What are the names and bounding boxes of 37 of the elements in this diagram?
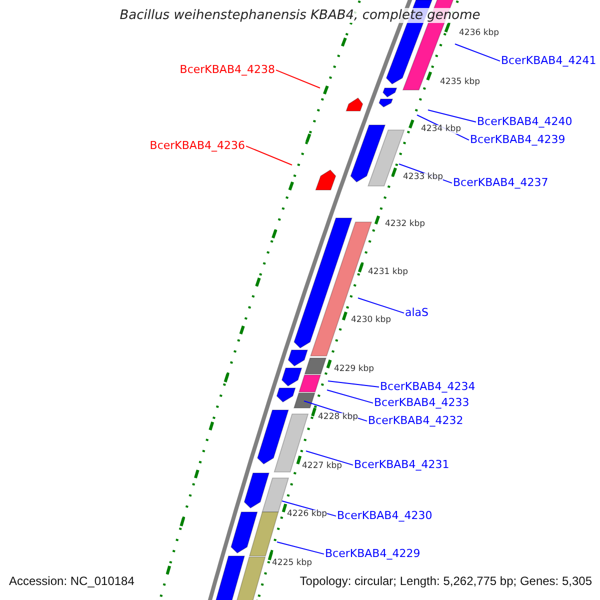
tick-label: 4235 kbp (440, 78, 480, 87)
tick-label: 4225 kbp (272, 558, 312, 568)
gene-label: BcerKBAB4_4229 (325, 548, 420, 560)
genome-info-text: Topology: circular; Length: 5,262,775 bp; Genes: 5,305 (300, 575, 592, 588)
gene-label: BcerKBAB4_4230 (337, 510, 432, 522)
gene-label: BcerKBAB4_4232 (368, 415, 464, 428)
gene-label: BcerKBAB4_4233 (374, 397, 470, 410)
gene-label: BcerKBAB4_4238 (180, 64, 275, 76)
tick-label: 4232 kbp (385, 220, 426, 229)
tick-label: 4231 kbp (368, 268, 408, 277)
leader-line (246, 146, 292, 166)
gene-label: BcerKBAB4_4236 (150, 140, 245, 152)
leader-line (306, 450, 354, 466)
leader-line (454, 44, 500, 62)
leader-line (276, 70, 320, 88)
gene-label: BcerKBAB4_4239 (470, 134, 566, 146)
gene-label: alaS (405, 307, 429, 320)
leader-line (358, 298, 404, 314)
gene-label: BcerKBAB4_4234 (380, 381, 476, 394)
gene-label: BcerKBAB4_4241 (501, 55, 596, 68)
leader-line (428, 110, 476, 123)
tick-label: 4228 kbp (318, 412, 358, 422)
tick-label: 4230 kbp (351, 316, 392, 325)
tick-label: 4227 kbp (302, 462, 342, 471)
gene-label: BcerKBAB4_4240 (477, 116, 572, 128)
title: Bacillus weihenstephanensis KBAB4, complete genome (120, 8, 480, 23)
tick-label: 4229 kbp (334, 364, 374, 374)
leader-line (276, 542, 324, 555)
tick-label: 4236 kbp (459, 28, 500, 38)
gene-label: BcerKBAB4_4237 (453, 177, 548, 190)
tick-label: 4233 kbp (403, 172, 444, 182)
gene-label: BcerKBAB4_4231 (354, 459, 450, 472)
accession-text: Accession: NC_010184 (9, 575, 134, 588)
leader-line (328, 380, 380, 388)
tick-label: 4234 kbp (421, 124, 462, 134)
tick-label: 4226 kbp (287, 510, 328, 519)
leader-line (326, 390, 374, 404)
